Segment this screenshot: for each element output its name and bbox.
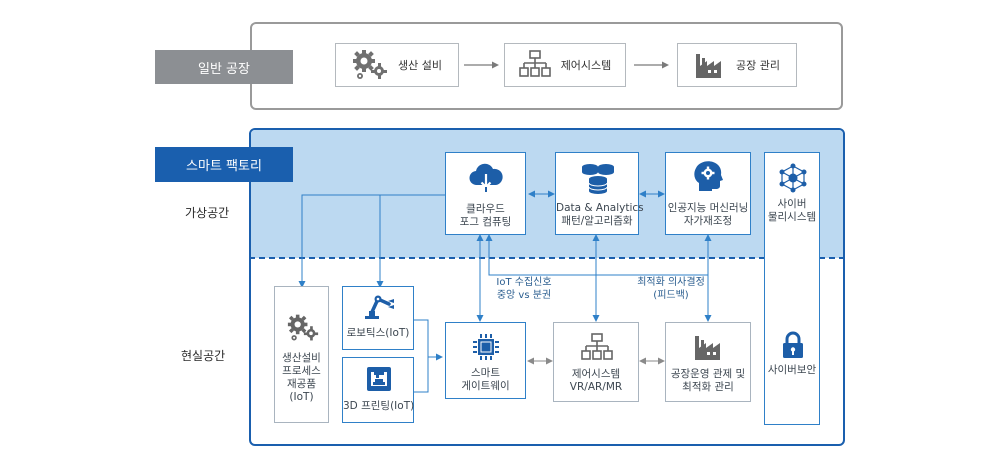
hierarchy-icon xyxy=(581,333,613,363)
control-line2: VR/AR/MR xyxy=(569,381,623,393)
security-caption: 사이버보안 xyxy=(765,364,819,377)
control-system-label: 제어시스템 xyxy=(560,59,612,72)
analytics-line2: 패턴/알고리즘화 xyxy=(561,215,633,227)
general-factory-label-text: 일반 공장 xyxy=(198,61,250,77)
network-icon xyxy=(778,163,808,193)
gears-icon xyxy=(287,313,319,343)
database-icon xyxy=(580,161,616,195)
ai-caption: 인공지능 머신러닝 자가재조정 xyxy=(666,202,750,228)
ai-line2: 자가재조정 xyxy=(683,215,733,227)
ai-line1: 인공지능 머신러닝 xyxy=(667,202,749,214)
iot-signal-line2: 중앙 vs 분권 xyxy=(496,290,552,301)
factory-icon xyxy=(694,50,726,80)
cps-line1: 사이버 xyxy=(777,198,807,210)
production-line3: 재공품 xyxy=(287,378,316,390)
operations-line2: 최적화 관리 xyxy=(682,381,734,393)
robotics-label: 로보틱스(IoT) xyxy=(346,327,410,339)
factory-management-label: 공장 관리 xyxy=(736,59,780,72)
production-caption: 생산설비 프로세스 재공품 (IoT) xyxy=(275,352,328,404)
robot-arm-icon xyxy=(363,292,395,320)
printer-3d-icon xyxy=(366,366,392,392)
production-equipment-box: 생산 설비 xyxy=(335,43,459,87)
analytics-line1: Data & Analytics xyxy=(556,202,644,214)
production-line1: 생산설비 xyxy=(282,352,321,364)
cps-line2: 물리시스템 xyxy=(767,211,817,223)
iot-signal-line1: IoT 수집신호 xyxy=(496,277,552,288)
decision-feedback-annotation: 최적화 의사결정 (피드백) xyxy=(626,276,716,302)
cyber-column: 사이버 물리시스템 사이버보안 xyxy=(764,152,820,425)
ai-machine-learning-box: 인공지능 머신러닝 자가재조정 xyxy=(665,152,751,235)
production-line4: (IoT) xyxy=(289,391,314,403)
gateway-line2: 게이트웨이 xyxy=(461,380,510,392)
chip-icon xyxy=(472,333,500,361)
factory-icon xyxy=(693,332,725,362)
control-line1: 제어시스템 xyxy=(571,368,621,380)
cloud-icon xyxy=(468,163,504,193)
general-factory-label: 일반 공장 xyxy=(155,50,293,84)
factory-operations-box: 공장운영 관제 및 최적화 관리 xyxy=(665,322,751,402)
security-line1: 사이버보안 xyxy=(767,364,817,376)
production-equipment-label: 생산 설비 xyxy=(398,59,442,72)
smart-factory-label: 스마트 팩토리 xyxy=(155,147,293,182)
gateway-caption: 스마트 게이트웨이 xyxy=(446,367,525,393)
printing-label: 3D 프린팅(IoT) xyxy=(343,400,415,412)
smart-gateway-box: 스마트 게이트웨이 xyxy=(445,322,526,399)
top-flow-arrows xyxy=(464,61,669,69)
operations-caption: 공장운영 관제 및 최적화 관리 xyxy=(666,368,750,394)
virtual-real-divider xyxy=(249,257,845,259)
control-caption: 제어시스템 VR/AR/MR xyxy=(554,368,638,394)
decision-line2: (피드백) xyxy=(653,290,689,301)
production-process-box: 생산설비 프로세스 재공품 (IoT) xyxy=(274,286,329,423)
control-vr-box: 제어시스템 VR/AR/MR xyxy=(553,322,639,402)
lock-icon xyxy=(782,331,804,359)
analytics-caption: Data & Analytics 패턴/알고리즘화 xyxy=(556,202,644,228)
real-space-label: 현실공간 xyxy=(181,349,226,363)
control-system-box: 제어시스템 xyxy=(504,43,626,87)
brain-icon xyxy=(691,159,725,193)
gateway-line1: 스마트 xyxy=(471,367,500,379)
operations-line1: 공장운영 관제 및 xyxy=(670,368,746,380)
gears-icon xyxy=(352,49,388,81)
iot-signal-annotation: IoT 수집신호 중앙 vs 분권 xyxy=(480,276,568,302)
virtual-space-label: 가상공간 xyxy=(185,206,230,220)
cloud-line1: 클라우드 xyxy=(466,203,505,215)
cloud-line2: 포그 컴퓨팅 xyxy=(459,216,512,228)
cloud-caption: 클라우드 포그 컴퓨팅 xyxy=(446,203,525,229)
cloud-fog-computing-box: 클라우드 포그 컴퓨팅 xyxy=(445,152,526,235)
data-analytics-box: Data & Analytics 패턴/알고리즘화 xyxy=(555,152,644,235)
decision-line1: 최적화 의사결정 xyxy=(637,277,705,288)
robotics-box: 로보틱스(IoT) xyxy=(342,286,414,350)
smart-factory-label-text: 스마트 팩토리 xyxy=(186,159,262,174)
hierarchy-icon xyxy=(518,50,551,80)
cps-caption: 사이버 물리시스템 xyxy=(765,198,819,224)
3d-printing-box: 3D 프린팅(IoT) xyxy=(342,357,414,423)
factory-management-box: 공장 관리 xyxy=(677,43,797,87)
production-line2: 프로세스 xyxy=(282,365,321,377)
